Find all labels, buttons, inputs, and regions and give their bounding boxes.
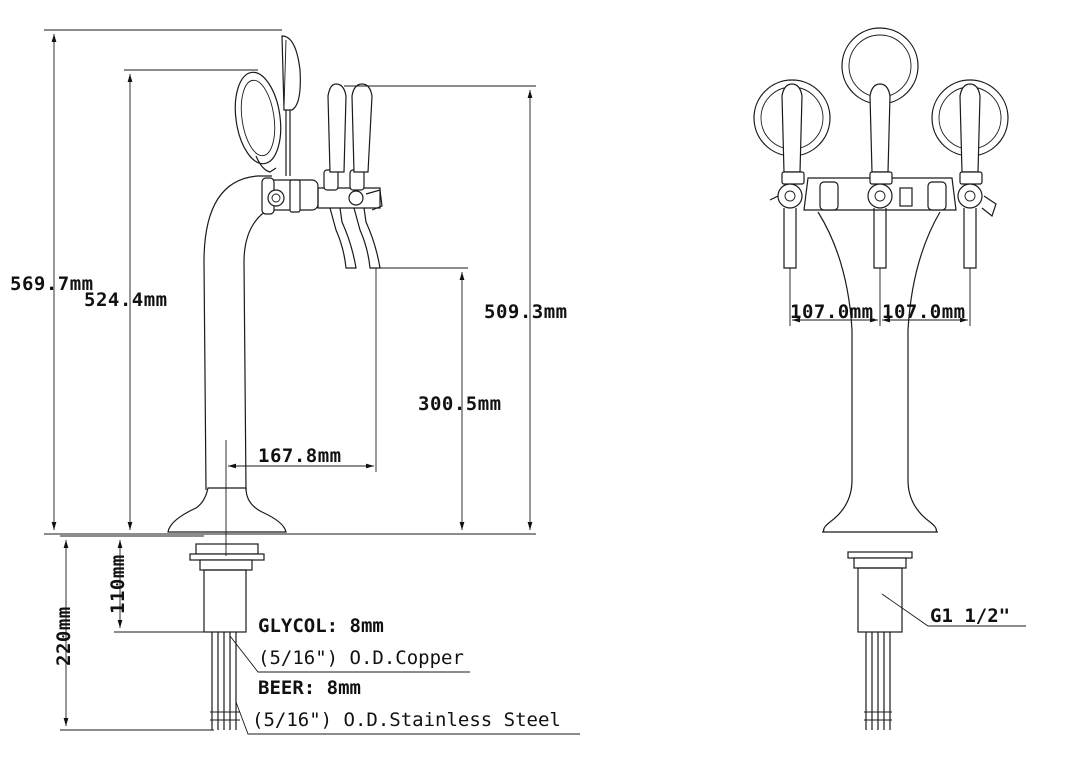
dim-total-height: 569.7mm [10, 273, 94, 295]
note-beer-spec: (5/16") O.D.Stainless Steel [252, 709, 561, 731]
note-glycol-spec: (5/16") O.D.Copper [258, 647, 464, 669]
dim-tap-reach: 167.8mm [258, 445, 342, 467]
side-spout-2 [353, 207, 381, 269]
note-glycol-label: GLYCOL: 8mm [258, 615, 384, 637]
side-lines [211, 632, 237, 730]
front-column [817, 211, 941, 533]
front-handle-right [959, 83, 981, 173]
dim-tower-height: 524.4mm [84, 289, 168, 311]
note-thread: G1 1/2" [930, 605, 1010, 627]
front-shank [857, 567, 903, 633]
front-shank-nut [847, 551, 913, 559]
side-base-flange [167, 487, 287, 533]
side-view [167, 35, 383, 730]
side-tap-handle-2 [351, 83, 373, 173]
side-medallion-disc [281, 35, 301, 111]
side-medallion-front [234, 71, 282, 165]
dim-shank-length: 110mm [107, 554, 129, 614]
dim-line-length: 220mm [53, 606, 75, 666]
side-column [203, 175, 273, 491]
front-lines [865, 632, 891, 730]
dim-tap-spacing-left: 107.0mm [790, 301, 874, 323]
side-shank [203, 569, 247, 633]
side-dimensions: 569.7mm 524.4mm 509.3mm 300.5mm 167.8mm … [10, 29, 568, 731]
dim-tap-height: 509.3mm [484, 301, 568, 323]
note-beer-label: BEER: 8mm [258, 677, 361, 699]
dim-spout-height: 300.5mm [418, 393, 502, 415]
side-tap-handle-1 [327, 83, 347, 173]
side-spout-1 [329, 207, 357, 269]
front-handle-center [869, 83, 891, 173]
side-shank-nut [195, 543, 259, 555]
front-dimensions: 107.0mm 107.0mm G1 1/2" [789, 268, 1026, 627]
dim-tap-spacing-right: 107.0mm [882, 301, 966, 323]
front-handle-left [781, 83, 803, 173]
line-notes: GLYCOL: 8mm (5/16") O.D.Copper BEER: 8mm… [229, 615, 580, 735]
